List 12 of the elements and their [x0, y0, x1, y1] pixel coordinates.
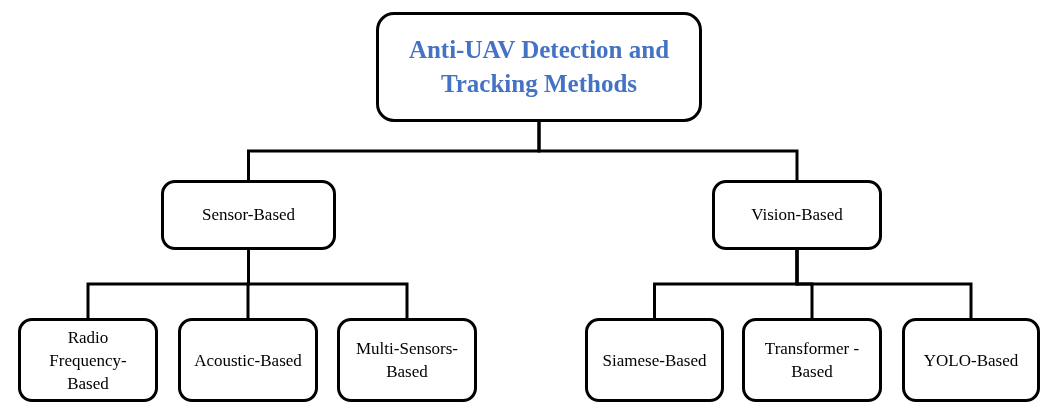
- category-box: YOLO-Based: [902, 318, 1040, 402]
- connector-line: [795, 250, 973, 318]
- connector-line: [247, 250, 409, 318]
- category-box: Transformer -Based: [742, 318, 882, 402]
- category-box: Sensor-Based: [161, 180, 336, 250]
- category-box: Acoustic-Based: [178, 318, 318, 402]
- category-box: Siamese-Based: [585, 318, 724, 402]
- connector-line: [537, 122, 799, 180]
- category-box: Vision-Based: [712, 180, 882, 250]
- title-box: Anti-UAV Detection and Tracking Methods: [376, 12, 702, 122]
- category-box: Radio Frequency-Based: [18, 318, 158, 402]
- category-box: Multi-Sensors-Based: [337, 318, 477, 402]
